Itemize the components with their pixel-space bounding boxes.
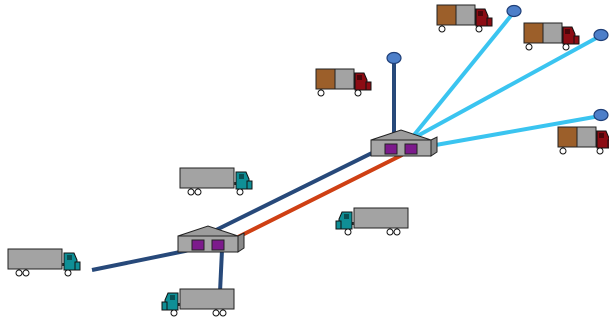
- regional-hub-warehouse: [370, 129, 438, 157]
- endpoint-far-right: [593, 28, 609, 42]
- truck-red-cab-4: [557, 126, 609, 155]
- trunk-line-hub-to-hub: [211, 146, 383, 234]
- truck-teal-cab-4: [161, 288, 235, 317]
- endpoints: [386, 4, 609, 122]
- spoke-line-far-right: [409, 34, 601, 142]
- endpoint-top: [386, 51, 402, 65]
- direct-link-hub-to-hub: [235, 150, 409, 240]
- truck-teal-cab-1: [179, 167, 253, 196]
- endpoint-upper-right: [506, 4, 522, 18]
- truck-red-cab-1: [436, 4, 493, 33]
- local-hub-warehouse: [177, 225, 245, 253]
- truck-red-cab-2: [523, 22, 580, 51]
- truck-teal-cab-2: [7, 248, 81, 277]
- connection-lines: [91, 10, 601, 293]
- trunk-line-west: [91, 248, 191, 272]
- trunk-line-south: [218, 249, 224, 293]
- truck-red-cab-3: [315, 68, 372, 97]
- endpoint-right: [593, 108, 609, 122]
- spoke-line-upper-right: [408, 10, 516, 142]
- spoke-line-right: [429, 114, 601, 148]
- truck-teal-cab-3: [335, 207, 409, 236]
